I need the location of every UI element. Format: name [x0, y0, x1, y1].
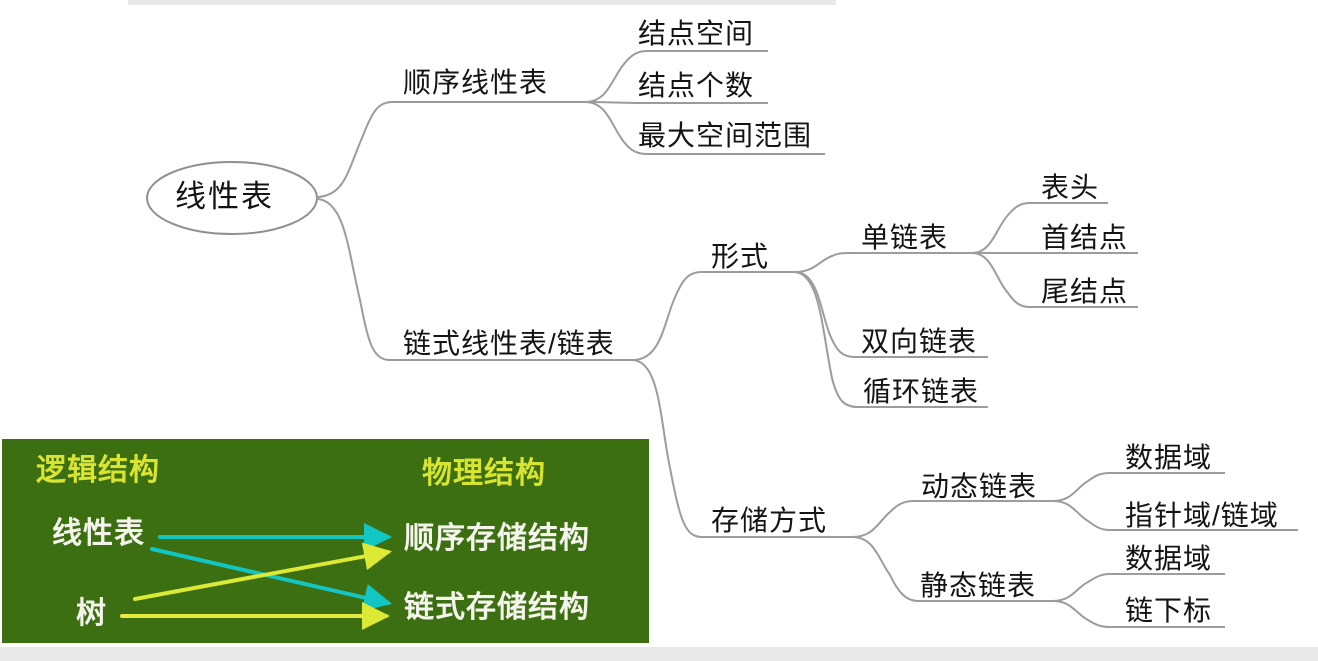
connector-singly-to-tail-node	[971, 252, 1138, 308]
node-tail-node: 尾结点	[1041, 276, 1129, 307]
inset-item-linear-list: 线性表	[52, 517, 145, 550]
node-circular-linked: 循环链表	[863, 376, 980, 407]
connector-dynamic-to-pointer-field	[1052, 500, 1298, 531]
inset-item-linked-storage: 链式存储结构	[404, 591, 590, 624]
connector-sequential-to-max-range	[584, 101, 825, 155]
node-max-space-range: 最大空间范围	[638, 120, 813, 151]
node-link-index: 链下标	[1125, 595, 1213, 626]
root-ellipse	[146, 161, 318, 235]
node-dynamic-linked: 动态链表	[921, 471, 1038, 502]
arrow-linear-to-linked-storage	[150, 547, 392, 612]
connector-form-to-doubly	[794, 271, 988, 358]
node-dynamic-data-field: 数据域	[1125, 442, 1213, 473]
node-storage-method: 存储方式	[711, 505, 828, 536]
connector-form-to-singly	[794, 252, 972, 273]
node-form: 形式	[711, 241, 770, 272]
node-first-node: 首结点	[1041, 222, 1129, 253]
node-pointer-field: 指针域/链域	[1125, 500, 1279, 531]
arrow-tree-to-sequential-storage	[133, 542, 392, 601]
node-sequential-list: 顺序线性表	[403, 67, 549, 98]
inset-title-logical-structure: 逻辑结构	[36, 454, 160, 487]
node-node-count: 结点个数	[638, 70, 755, 101]
connector-static-to-link-index	[1052, 600, 1225, 628]
top-edge-strip	[128, 0, 836, 5]
inset-title-physical-structure: 物理结构	[422, 457, 546, 490]
connector-linked-to-form	[632, 271, 795, 361]
connector-singly-to-head	[971, 202, 1108, 254]
connector-storage-to-static	[851, 536, 1053, 602]
node-table-head: 表头	[1041, 172, 1100, 203]
inset-item-sequential-storage: 顺序存储结构	[404, 522, 590, 555]
node-singly-linked: 单链表	[861, 222, 949, 253]
node-static-linked: 静态链表	[920, 570, 1037, 601]
connector-storage-to-dynamic	[851, 500, 1053, 538]
connector-root-to-sequential	[317, 101, 585, 198]
node-static-data-field: 数据域	[1125, 543, 1213, 574]
bottom-edge-strip	[0, 647, 1318, 661]
connector-form-to-circular	[794, 271, 988, 408]
connector-root-to-linked	[317, 198, 633, 361]
connector-dynamic-to-data-field	[1052, 472, 1225, 502]
node-root: 线性表	[175, 179, 274, 214]
node-node-space: 结点空间	[638, 18, 755, 49]
inset-arrows	[120, 523, 392, 630]
structure-mapping-inset: 逻辑结构 物理结构 线性表 树 顺序存储结构 链式存储结构	[2, 439, 649, 643]
connector-sequential-to-node-count	[584, 101, 768, 104]
connector-linked-to-storage	[632, 359, 852, 538]
connector-static-to-data-field	[1052, 573, 1225, 602]
connector-sequential-to-node-space	[584, 50, 768, 103]
node-doubly-linked: 双向链表	[861, 326, 978, 357]
node-linked-list: 链式线性表/链表	[403, 328, 615, 359]
inset-item-tree: 树	[76, 597, 107, 630]
